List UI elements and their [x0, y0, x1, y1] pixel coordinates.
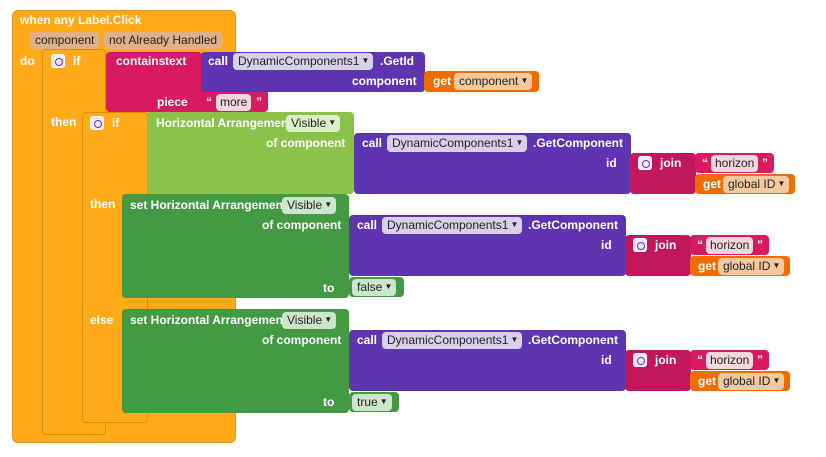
quote-open-icon: “	[697, 238, 703, 252]
string-horizon-2[interactable]: horizon	[706, 237, 754, 254]
dropdown-arrow-icon: ▼	[328, 118, 337, 127]
getid-component-dropdown[interactable]: DynamicComponents1▼	[233, 53, 374, 70]
quote-open-icon: “	[702, 156, 708, 170]
param-component[interactable]: component	[30, 32, 100, 49]
call-label: call	[362, 136, 383, 150]
quote-open-icon: “	[697, 353, 703, 367]
do-label: do	[20, 54, 35, 68]
set-label-2: set Horizontal Arrangement.	[130, 313, 291, 327]
quote-open-icon: “	[206, 95, 212, 109]
of-component-label: of component	[266, 136, 346, 150]
quote-close-icon: ”	[757, 353, 763, 367]
getcomponent-dropdown-3[interactable]: DynamicComponents1▼	[382, 332, 523, 349]
join-label: join	[660, 156, 682, 170]
if-label-inner: if	[112, 116, 120, 130]
call-label: call	[357, 218, 378, 232]
dropdown-arrow-icon: ▼	[379, 397, 388, 406]
of-component-label-2: of component	[262, 333, 342, 347]
get-label: get	[703, 177, 721, 191]
piece-string[interactable]: more	[216, 94, 252, 111]
gear-icon[interactable]	[633, 238, 647, 252]
else-label: else	[90, 313, 114, 327]
quote-close-icon: ”	[256, 95, 262, 109]
dropdown-arrow-icon: ▼	[777, 179, 786, 188]
join-label: join	[655, 238, 677, 252]
gear-icon[interactable]	[90, 116, 104, 130]
get-label: get	[433, 74, 451, 88]
id-label: id	[601, 238, 612, 252]
to-label-2: to	[323, 395, 335, 409]
event-title: when any Label.Click	[20, 13, 142, 27]
dropdown-arrow-icon: ▼	[510, 335, 519, 344]
quote-close-icon: ”	[762, 156, 768, 170]
boolean-true-value[interactable]: true▼	[352, 394, 392, 411]
get-global-id-var-3[interactable]: global ID▼	[718, 373, 785, 390]
call-label: call	[357, 333, 378, 347]
join-label: join	[655, 353, 677, 367]
dropdown-arrow-icon: ▼	[772, 261, 781, 270]
set-label-1: set Horizontal Arrangement.	[130, 198, 291, 212]
boolean-false-value[interactable]: false▼	[352, 279, 397, 296]
of-component-label-1: of component	[262, 218, 342, 232]
string-horizon-3[interactable]: horizon	[706, 352, 754, 369]
getcomponent-method-2: .GetComponent	[528, 218, 618, 232]
getcomponent-method-3: .GetComponent	[528, 333, 618, 347]
dropdown-arrow-icon: ▼	[510, 220, 519, 229]
setter-prop-1[interactable]: Visible▼	[282, 197, 337, 214]
piece-label: piece	[157, 95, 188, 109]
getcomponent-dropdown-2[interactable]: DynamicComponents1▼	[382, 217, 523, 234]
get-global-id-var-1[interactable]: global ID▼	[723, 176, 790, 193]
visible-getter-component: Horizontal Arrangement.	[156, 116, 296, 130]
then-label-inner: then	[90, 197, 116, 211]
dropdown-arrow-icon: ▼	[520, 76, 529, 85]
setter-prop-2[interactable]: Visible▼	[282, 312, 337, 329]
dropdown-arrow-icon: ▼	[361, 56, 370, 65]
string-horizon-1[interactable]: horizon	[711, 155, 759, 172]
contains-mode[interactable]: text	[165, 54, 187, 68]
dropdown-arrow-icon: ▼	[772, 376, 781, 385]
component-socket-label: component	[352, 74, 417, 88]
id-label: id	[606, 156, 617, 170]
contains-label: contains	[116, 54, 166, 68]
dropdown-arrow-icon: ▼	[515, 138, 524, 147]
get-component-var[interactable]: component▼	[454, 73, 533, 90]
get-label: get	[698, 374, 716, 388]
gear-icon[interactable]	[633, 353, 647, 367]
param-not-already-handled[interactable]: not Already Handled	[104, 32, 223, 49]
to-label-1: to	[323, 281, 335, 295]
getcomponent-method-1: .GetComponent	[533, 136, 623, 150]
gear-icon[interactable]	[51, 54, 65, 68]
getcomponent-dropdown-1[interactable]: DynamicComponents1▼	[387, 135, 528, 152]
then-label: then	[51, 115, 77, 129]
visible-getter-prop[interactable]: Visible▼	[286, 115, 341, 132]
gear-icon[interactable]	[638, 156, 652, 170]
if-label: if	[73, 54, 81, 68]
dropdown-arrow-icon: ▼	[324, 315, 333, 324]
get-label: get	[698, 259, 716, 273]
dropdown-arrow-icon: ▼	[384, 282, 393, 291]
dropdown-arrow-icon: ▼	[324, 200, 333, 209]
getid-method: .GetId	[380, 54, 415, 68]
quote-close-icon: ”	[757, 238, 763, 252]
call-label: call	[208, 54, 229, 68]
get-global-id-var-2[interactable]: global ID▼	[718, 258, 785, 275]
id-label: id	[601, 353, 612, 367]
